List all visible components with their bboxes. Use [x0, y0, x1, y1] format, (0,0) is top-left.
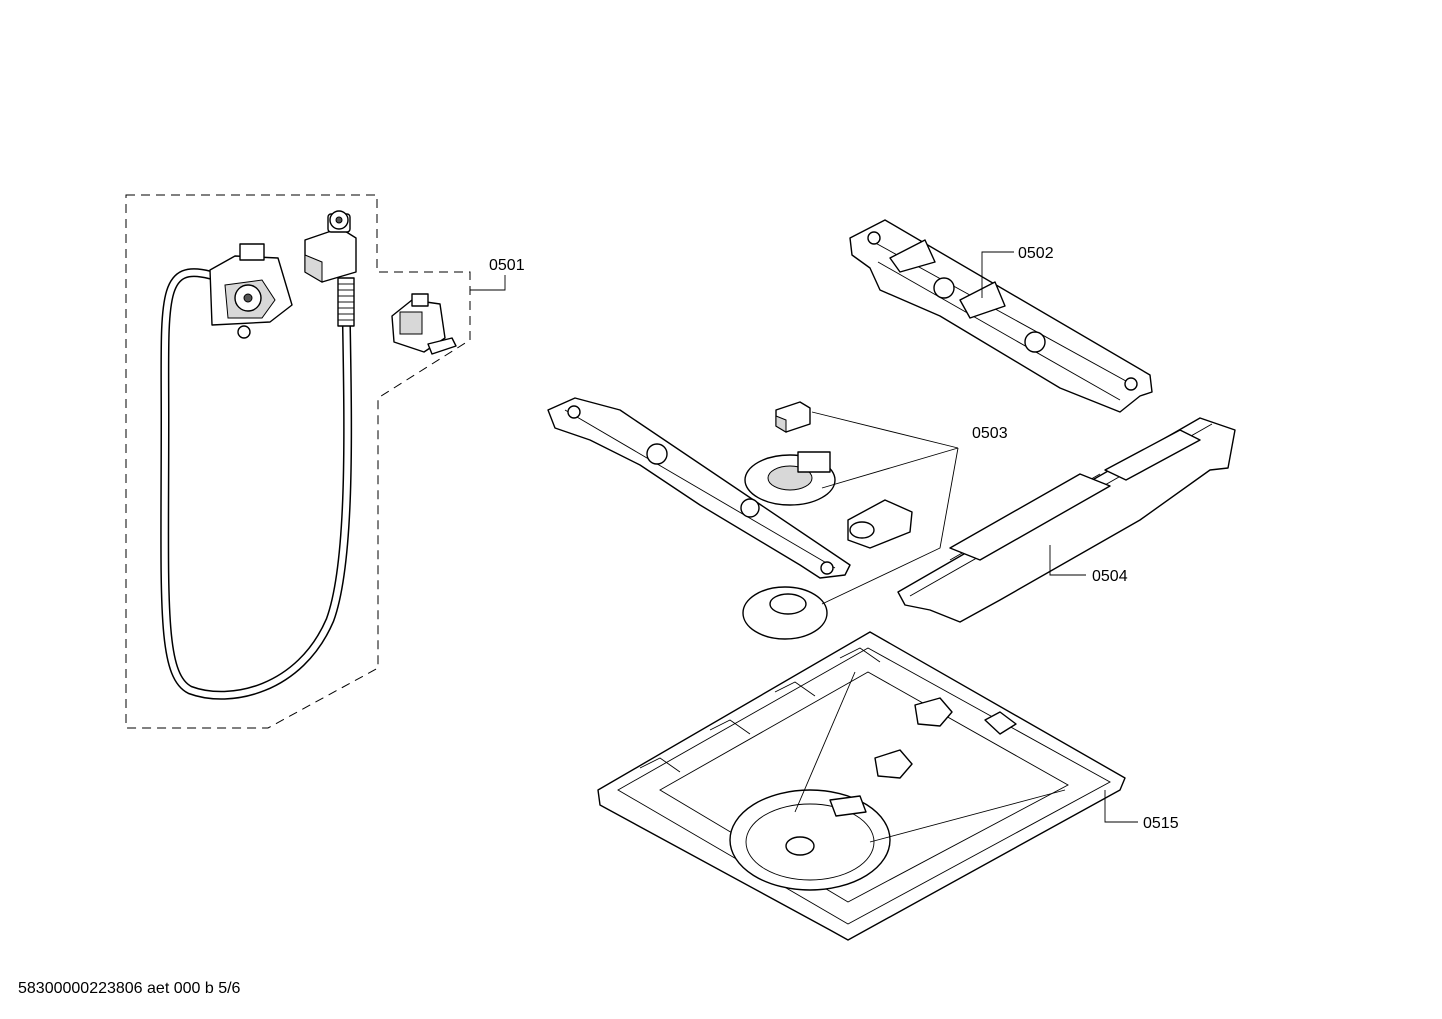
upper-rail-body	[849, 219, 1153, 413]
small-clip-side	[775, 415, 787, 433]
upper-rail-hub-2	[1024, 331, 1046, 353]
callout-0503: 0503	[972, 425, 1008, 442]
callout-label-0502: 0502	[1018, 245, 1054, 262]
base-tray-bracket	[984, 711, 1017, 735]
callout-0504: 0504	[1049, 545, 1128, 585]
callout-label-0515: 0515	[1143, 815, 1179, 832]
aquastop-nut-center	[335, 216, 343, 224]
callout-0515: 0515	[1104, 790, 1179, 832]
part-0504-side-channel	[897, 417, 1236, 623]
side-block-knob	[849, 521, 875, 539]
base-tray-rib-clips	[639, 647, 881, 773]
inlet-hose-inner	[161, 269, 351, 699]
pump-shaft	[243, 293, 253, 303]
bearing-connector	[797, 451, 831, 473]
part-group-0501	[125, 194, 471, 729]
upper-rail-hub-1	[933, 277, 955, 299]
hose-corrugation-rings	[338, 283, 354, 321]
lower-rail-hub-1	[646, 443, 668, 465]
upper-rail-rib-2	[959, 281, 1006, 319]
cover-disc-center	[769, 593, 807, 615]
pump-terminal	[239, 243, 265, 261]
part-0515-base-tray	[597, 631, 1126, 941]
base-tray-stiffener-line-1	[794, 671, 856, 813]
upper-rail-inner-edge-2	[877, 261, 1121, 401]
side-channel-body	[897, 417, 1236, 623]
base-tray-sump-center	[785, 836, 815, 856]
leader-0501	[470, 275, 506, 291]
part-group-0503	[547, 397, 959, 640]
lower-rail-end-clip	[567, 405, 581, 419]
callout-0501: 0501	[470, 257, 525, 291]
aquastop-valve-side	[304, 254, 323, 283]
lower-rail-hub-2	[740, 498, 760, 518]
base-tray-sump-inner	[745, 803, 875, 881]
inlet-hose	[160, 268, 353, 700]
lower-rail-end-clip-2	[820, 561, 834, 575]
leader-0503-clip	[811, 411, 959, 449]
upper-rail-end-clip-2	[1124, 377, 1138, 391]
side-channel-step	[1104, 429, 1201, 481]
inlet-valve-terminal	[411, 293, 429, 307]
base-tray-outer	[597, 631, 1126, 941]
side-channel-lip	[949, 473, 1111, 561]
leader-0502	[981, 251, 1014, 298]
callout-label-0503: 0503	[972, 425, 1008, 442]
leader-0503-disc	[821, 447, 959, 605]
base-tray-sump-tab	[829, 795, 867, 817]
document-reference: 58300000223806 aet 000 b 5/6	[18, 980, 241, 997]
group-0501-dashed-boundary	[125, 194, 471, 729]
upper-rail-end-clip	[867, 231, 881, 245]
callout-0502: 0502	[981, 245, 1054, 298]
inlet-valve-nozzle	[427, 337, 457, 355]
lower-rail-inner-edge	[564, 409, 836, 569]
part-0502-upper-rail	[849, 219, 1153, 413]
base-tray-stiffener-line-2	[869, 789, 1066, 843]
pump-outlet	[237, 325, 251, 339]
base-tray-foot-1	[914, 697, 953, 727]
leader-0515	[1104, 790, 1138, 823]
leader-0503-arm	[821, 447, 959, 489]
callout-label-0504: 0504	[1092, 568, 1128, 585]
inlet-valve-coil	[399, 311, 423, 335]
base-tray-foot-2	[874, 749, 913, 779]
upper-rail-rib-1	[889, 239, 936, 273]
leader-0504	[1049, 545, 1086, 576]
callout-label-0501: 0501	[489, 257, 525, 274]
